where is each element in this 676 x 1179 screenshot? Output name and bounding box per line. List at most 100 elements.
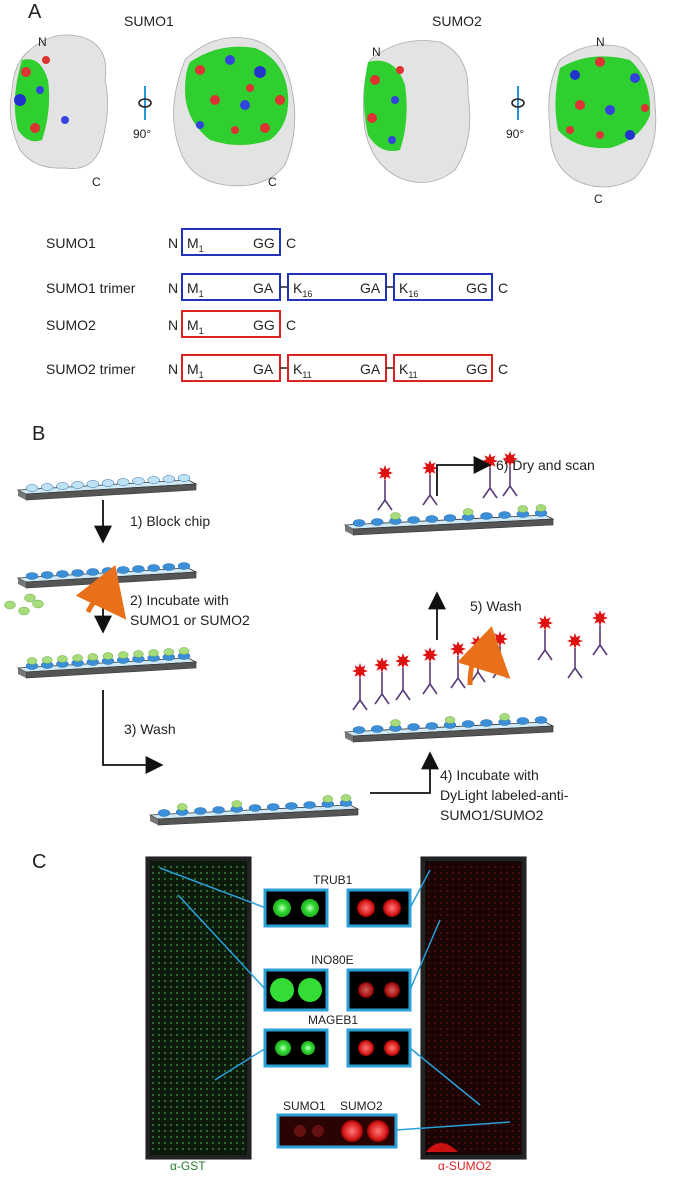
dylight-dye — [377, 465, 393, 481]
dylight-dye — [537, 615, 553, 631]
chip-spot — [303, 801, 316, 809]
chip-spot — [101, 567, 115, 575]
chip-spot — [425, 722, 439, 730]
sumo1-title: SUMO1 — [124, 13, 174, 29]
sumo-particle — [178, 647, 190, 655]
c-terminus-label: C — [286, 235, 296, 251]
chip-spot — [71, 569, 84, 577]
ino80e-label: INO80E — [311, 953, 354, 967]
ino80e-sumo2-inset — [346, 968, 412, 1012]
dylight-dye — [502, 451, 518, 467]
n-terminus-label: N — [168, 361, 178, 377]
arrow-step4 — [370, 751, 439, 794]
chip-spot — [534, 716, 548, 724]
chip-spot — [352, 726, 366, 734]
construct-name: SUMO2 trimer — [46, 361, 136, 377]
free-antibodies — [537, 610, 608, 679]
dylight-dye — [567, 633, 583, 649]
sumo2-front-c-label: C — [594, 192, 603, 206]
chip-spot — [177, 474, 191, 482]
n-terminus-label: N — [168, 280, 178, 296]
chip-spot — [116, 478, 130, 486]
chip-spot — [86, 568, 100, 576]
chip-spot — [147, 476, 160, 484]
chip-spot — [56, 570, 69, 578]
step4-label-line3: SUMO1/SUMO2 — [440, 807, 544, 823]
sumo2-array-image — [426, 862, 521, 1154]
construct-name: SUMO1 trimer — [46, 280, 136, 296]
chip-spot — [212, 806, 225, 814]
sumo2-caption: α-SUMO2 — [438, 1159, 492, 1173]
chip-spot — [407, 723, 420, 731]
chip-spot — [157, 809, 171, 817]
panel-a-letter: A — [28, 1, 42, 23]
chip-spot — [162, 563, 176, 571]
panel-b-letter: B — [32, 423, 45, 445]
sumo-particle — [340, 794, 352, 802]
start-residue: K11 — [399, 361, 418, 380]
free-sumo-particles — [4, 593, 44, 616]
chip-incubated — [16, 647, 198, 679]
dylight-dye — [450, 641, 466, 657]
trub1-label: TRUB1 — [313, 873, 353, 887]
chip-spot — [162, 475, 176, 483]
chip-spot — [86, 480, 100, 488]
rotation-icon-2 — [511, 86, 525, 120]
chip-spot — [407, 516, 420, 524]
chip-spot — [480, 512, 493, 520]
end-residue: GG — [253, 317, 275, 333]
leader-lines — [159, 867, 511, 1131]
free-sumo — [4, 600, 16, 610]
chip-spot — [480, 719, 493, 727]
start-residue: M1 — [187, 317, 204, 336]
step5-label: 5) Wash — [470, 598, 522, 614]
sumo-particle — [87, 653, 99, 661]
sumo-particle — [41, 656, 53, 664]
chip-spot — [425, 515, 439, 523]
sumo-particle — [444, 716, 456, 724]
sumo-particle — [72, 654, 83, 662]
chip-spot — [177, 562, 191, 570]
step4-label-line2: DyLight labeled-anti- — [440, 787, 569, 803]
start-residue: M1 — [187, 361, 204, 380]
chip-spot — [147, 564, 160, 572]
sumo2-n-label: N — [372, 45, 381, 59]
chip-spot — [248, 804, 262, 812]
step2-label-line1: 2) Incubate with — [130, 592, 229, 608]
start-residue: K16 — [399, 280, 418, 299]
chip-spot — [132, 565, 145, 573]
end-residue: GA — [360, 361, 381, 377]
sumo-particle — [26, 657, 38, 665]
start-residue: K11 — [293, 361, 312, 380]
dylight-dye — [470, 635, 486, 651]
orange-arrow-antibody — [457, 626, 511, 686]
chip-spot — [498, 511, 511, 519]
chip-spot — [461, 720, 475, 728]
end-residue: GA — [253, 361, 274, 377]
sumo-particle — [163, 648, 175, 656]
chip-spot — [285, 802, 298, 810]
sumo-particle — [390, 719, 401, 727]
c-terminus-label: C — [498, 280, 508, 296]
free-sumo — [18, 606, 30, 616]
orange-arrow-sumo — [75, 564, 127, 620]
chip-spot — [516, 717, 530, 725]
sumo-particle — [390, 512, 401, 520]
sumo2-front-n-label: N — [596, 35, 605, 49]
start-residue: M1 — [187, 280, 204, 299]
dylight-dye — [422, 647, 438, 663]
dylight-dye — [492, 631, 508, 647]
chip-spot — [132, 477, 145, 485]
step2-label-line2: SUMO1 or SUMO2 — [130, 612, 250, 628]
dylight-dye — [395, 653, 411, 669]
step3-label: 3) Wash — [124, 721, 176, 737]
start-residue: M1 — [187, 235, 204, 254]
sumo1-n-label: N — [38, 35, 47, 49]
end-residue: GA — [253, 280, 274, 296]
step6-label: 6) Dry and scan — [496, 457, 595, 473]
arrow-step3 — [102, 690, 164, 774]
chip-spot — [25, 484, 39, 492]
sumo-particle — [322, 795, 334, 803]
free-sumo — [24, 593, 36, 603]
sumo-particle — [117, 651, 129, 659]
